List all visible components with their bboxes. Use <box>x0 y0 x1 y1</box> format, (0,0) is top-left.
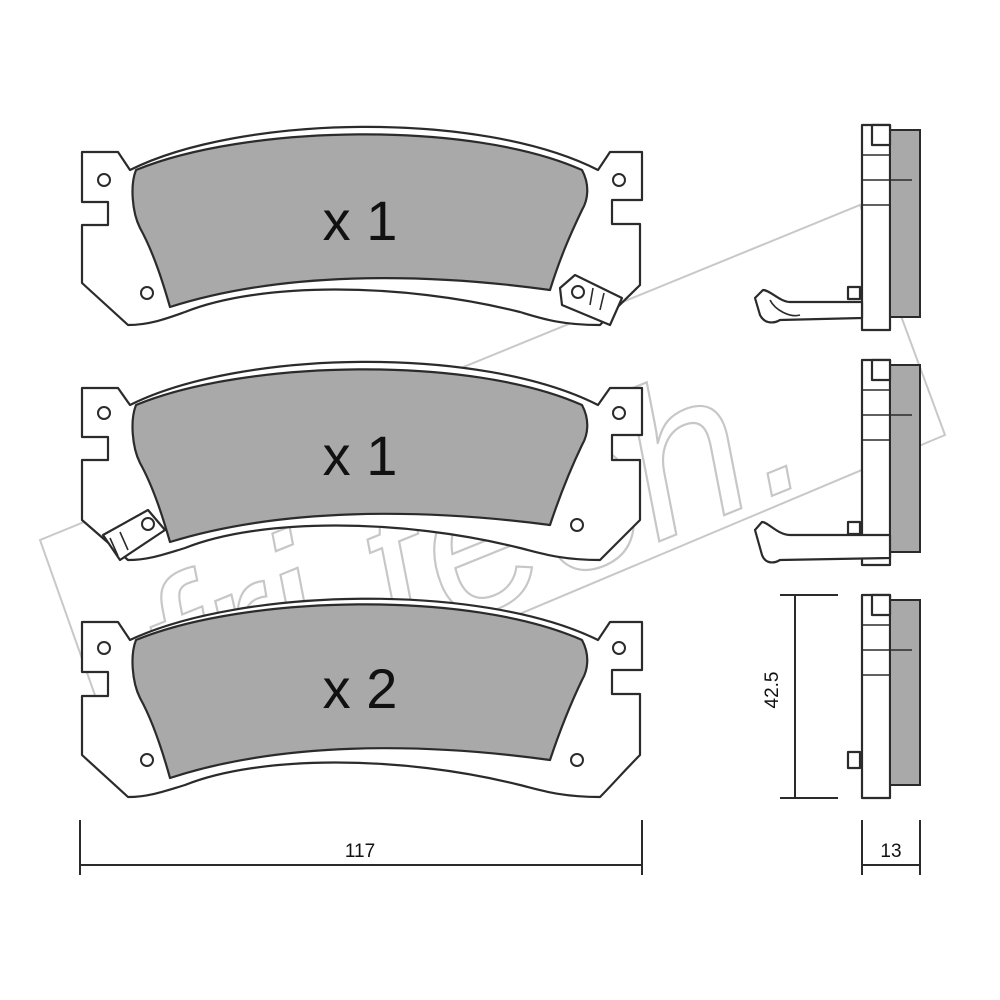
mounting-hole <box>97 406 111 420</box>
brake-pad-1: x 1 <box>80 125 644 327</box>
mounting-hole <box>140 286 154 300</box>
mounting-hole <box>612 173 626 187</box>
dimension-thickness-label: 13 <box>880 841 901 862</box>
friction-material <box>131 603 589 780</box>
side-view-2 <box>753 358 921 567</box>
mounting-hole <box>612 406 626 420</box>
mounting-hole <box>612 641 626 655</box>
friction-material <box>131 368 589 544</box>
side-view-3 <box>846 593 921 800</box>
wear-sensor-clip <box>558 273 624 327</box>
dimension-width-label: 117 <box>345 841 375 862</box>
wear-sensor-clip <box>101 508 167 562</box>
quantity-label: x 1 <box>323 189 398 252</box>
dimension-width: 117 <box>79 820 643 875</box>
mounting-hole <box>97 641 111 655</box>
mounting-hole <box>97 173 111 187</box>
quantity-label: x 1 <box>323 424 398 487</box>
quantity-label: x 2 <box>323 657 398 720</box>
wear-sensor-clip <box>753 288 864 324</box>
brake-pad-3: x 2 <box>80 597 644 799</box>
dimension-thickness: 13 <box>861 820 921 875</box>
dimension-height-label: 42.5 <box>762 672 783 709</box>
mounting-hole <box>140 753 154 767</box>
mounting-hole <box>570 753 584 767</box>
friction-material <box>131 133 589 309</box>
brake-pad-2: x 1 <box>80 360 644 562</box>
mounting-hole <box>570 518 584 532</box>
side-view-1 <box>753 123 921 332</box>
dimension-height: 42.5 <box>762 594 838 799</box>
wear-sensor-clip <box>753 520 892 564</box>
